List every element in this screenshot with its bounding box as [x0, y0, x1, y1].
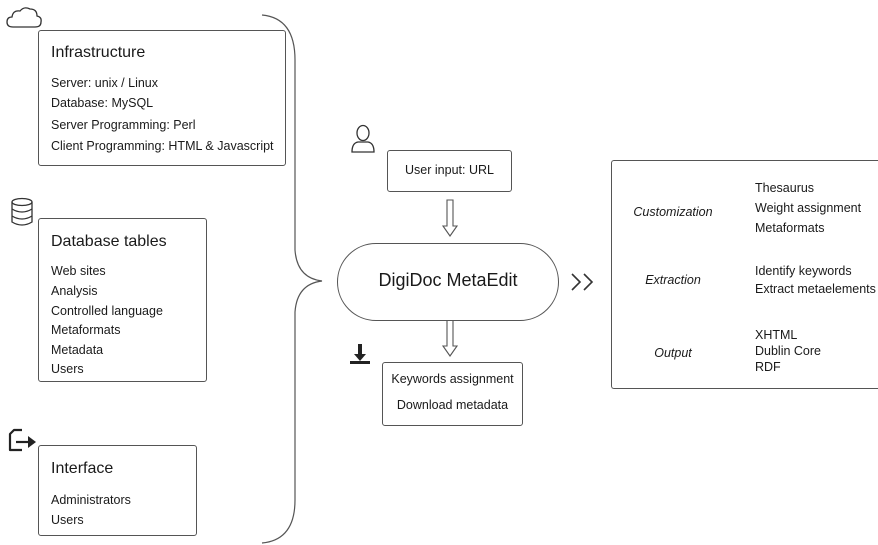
- group-label-customization: Customization: [633, 205, 713, 219]
- group-item: Identify keywords: [755, 264, 852, 278]
- main-process-label: DigiDoc MetaEdit: [378, 270, 518, 290]
- group-label-extraction: Extraction: [645, 273, 701, 287]
- database-line: Web sites: [51, 264, 106, 278]
- database-line: Controlled language: [51, 304, 163, 318]
- database-line: Users: [51, 362, 84, 376]
- interface-title: Interface: [51, 460, 114, 477]
- database-icon: [11, 197, 33, 226]
- down-arrow-icon: [441, 319, 459, 357]
- main-process-node: [337, 243, 559, 321]
- database-box: [38, 218, 207, 382]
- user-input-label: User input: URL: [405, 163, 494, 177]
- output-action: Keywords assignment: [391, 372, 514, 386]
- cloud-icon: [6, 7, 42, 28]
- interface-line: Administrators: [51, 493, 131, 507]
- group-item: RDF: [755, 360, 781, 374]
- output-actions-box: [382, 362, 523, 426]
- download-icon: [350, 344, 370, 364]
- database-title: Database tables: [51, 233, 167, 250]
- interface-line: Users: [51, 513, 84, 527]
- features-box: [611, 160, 878, 389]
- user-icon: [351, 124, 375, 153]
- user-input-box: [387, 150, 512, 192]
- left-brace: [261, 14, 323, 544]
- database-line: Analysis: [51, 284, 98, 298]
- export-arrowhead: [28, 436, 36, 448]
- group-item: XHTML: [755, 328, 798, 342]
- database-line: Metadata: [51, 343, 104, 357]
- group-item: Thesaurus: [755, 181, 815, 195]
- group-item: Dublin Core: [755, 344, 822, 358]
- group-item: Weight assignment: [755, 201, 862, 215]
- group-item: Extract metaelements: [755, 282, 876, 296]
- infrastructure-line: Client Programming: HTML & Javascript: [51, 139, 274, 153]
- double-chevron-right-icon: [571, 273, 594, 291]
- down-arrow-icon: [441, 199, 459, 237]
- output-action: Download metadata: [396, 398, 509, 412]
- infrastructure-line: Server: unix / Linux: [51, 76, 158, 90]
- infrastructure-title: Infrastructure: [51, 44, 146, 61]
- group-label-output: Output: [654, 346, 692, 360]
- interface-box: [38, 445, 197, 536]
- infrastructure-line: Database: MySQL: [51, 96, 154, 110]
- infrastructure-line: Server Programming: Perl: [51, 118, 196, 132]
- group-item: Metaformats: [755, 221, 825, 235]
- export-icon: [8, 428, 30, 452]
- database-line: Metaformats: [51, 323, 121, 337]
- infrastructure-box: [38, 30, 286, 166]
